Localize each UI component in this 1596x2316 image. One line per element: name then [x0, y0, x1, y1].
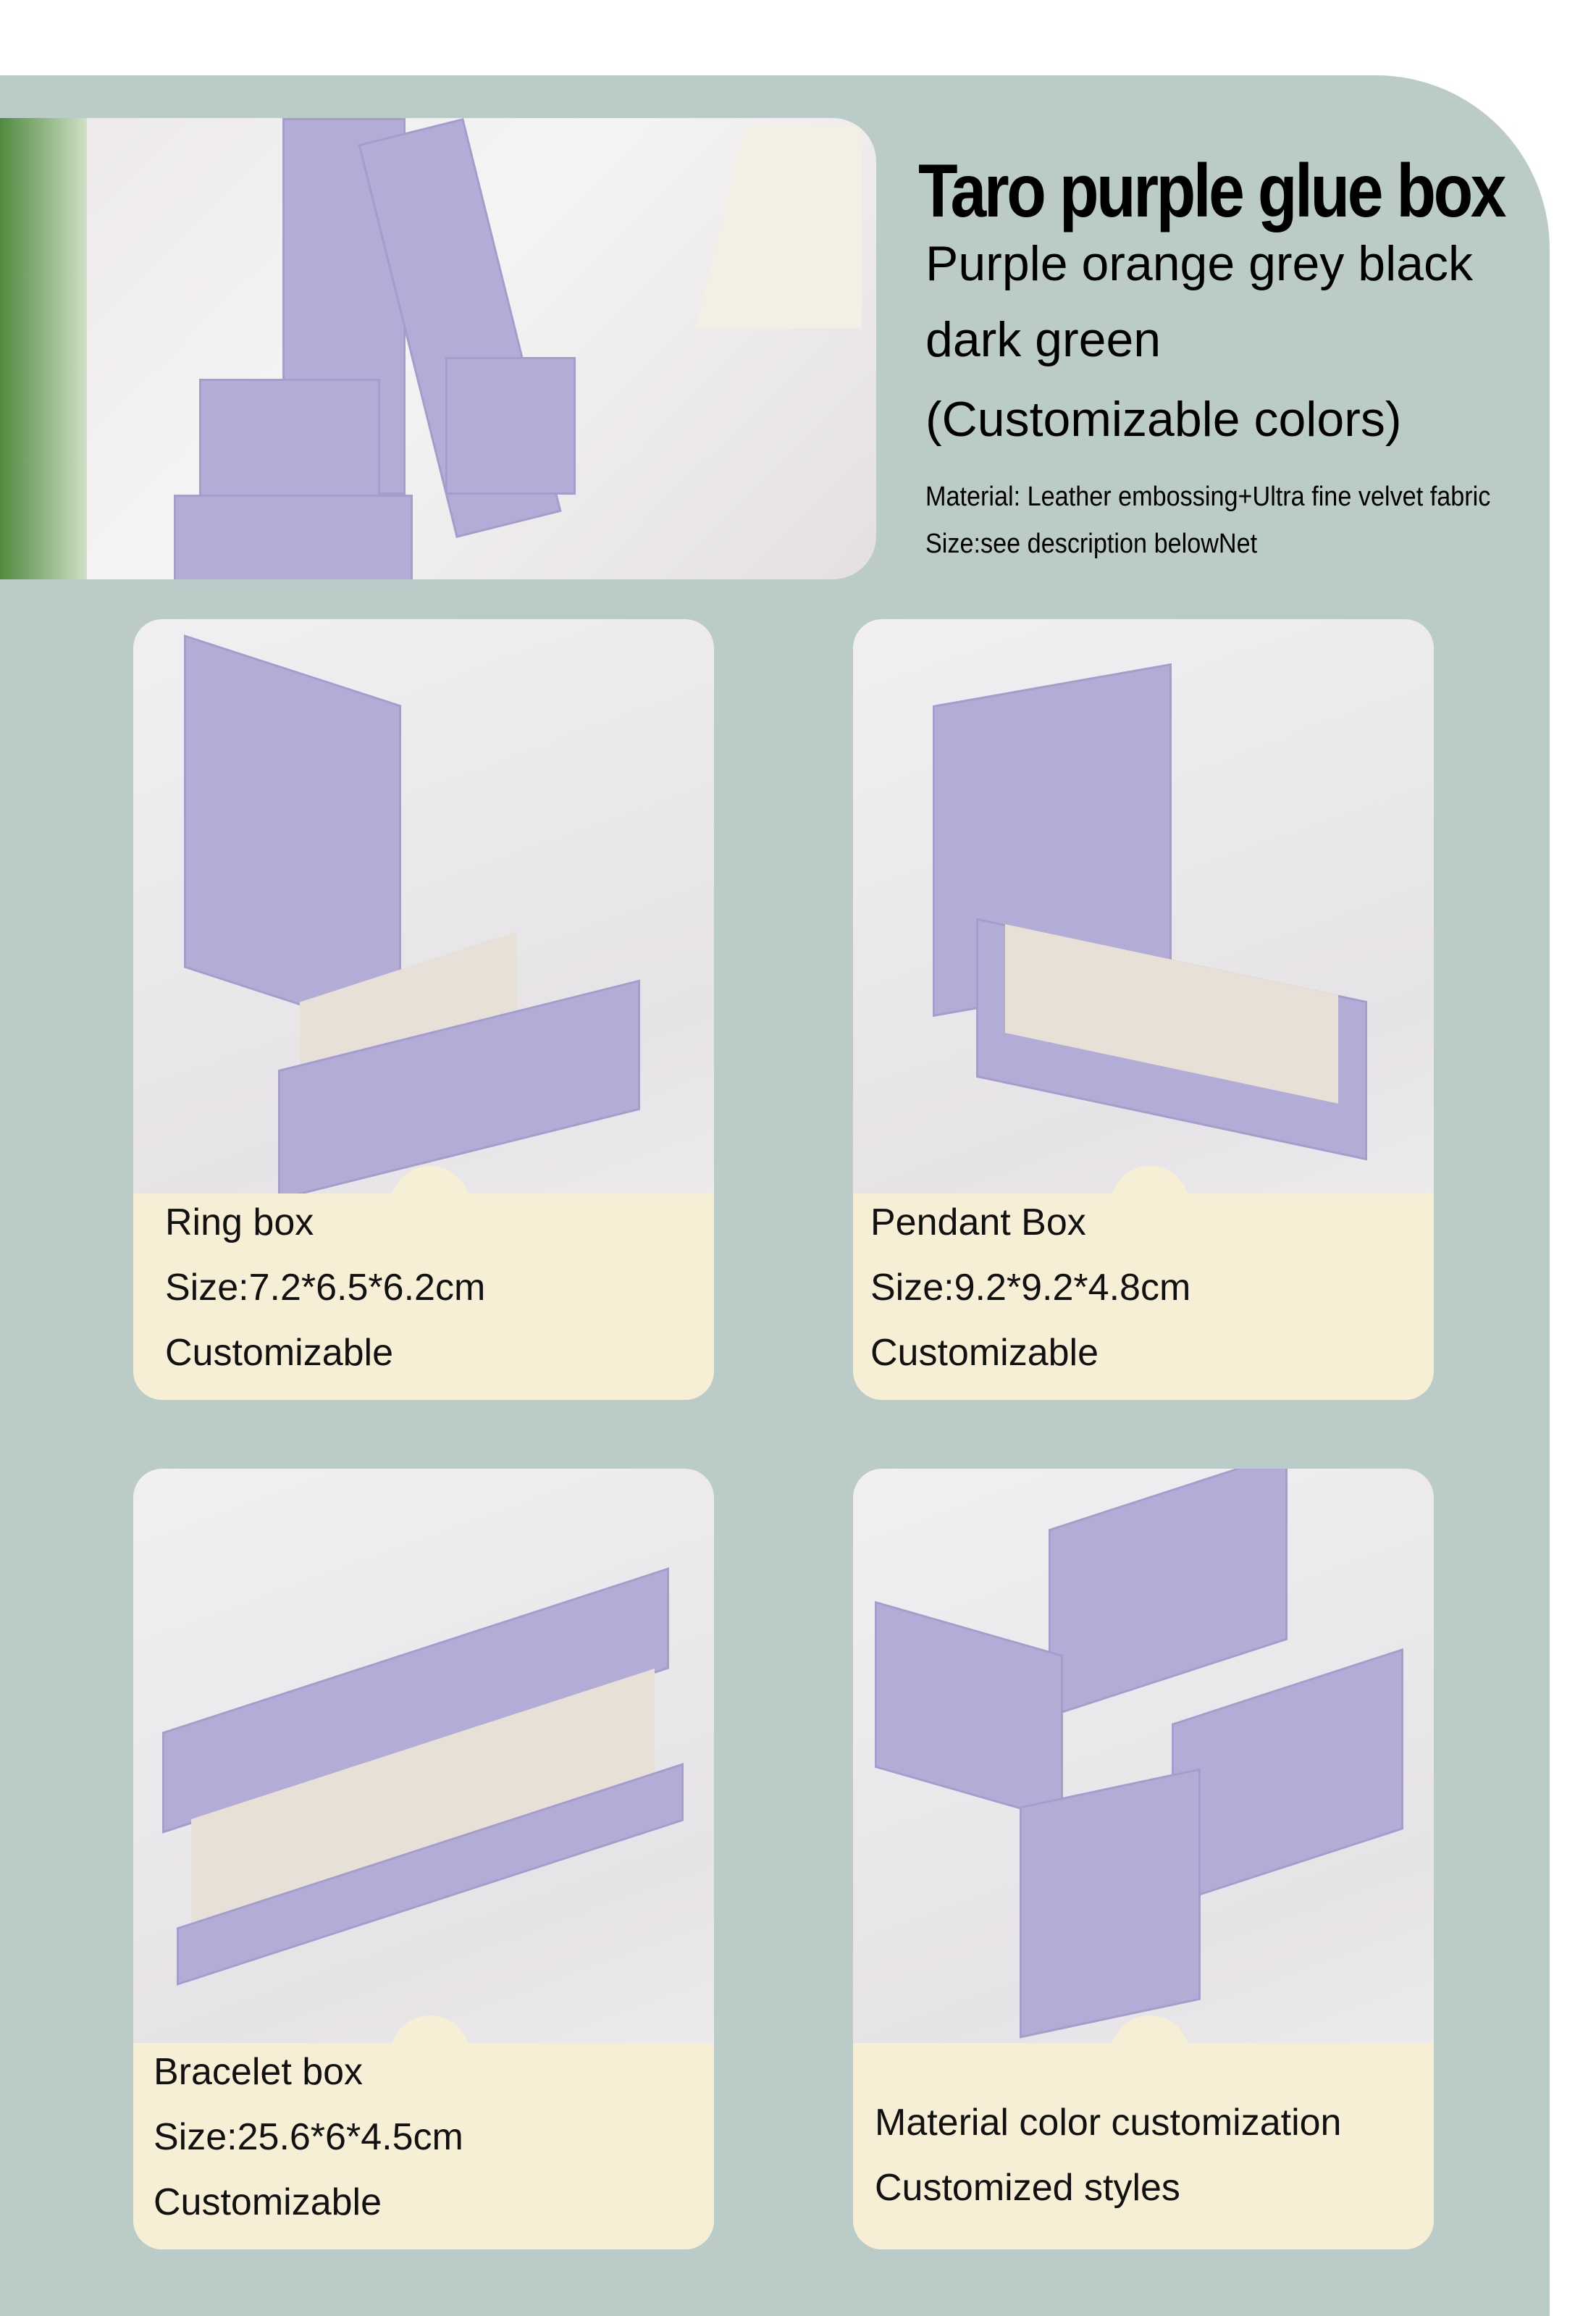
- lamp-image: [695, 125, 862, 328]
- sleeve-box-image: [875, 1600, 1063, 1822]
- caption: Bracelet box Size:25.6*6*4.5cm Customiza…: [133, 2015, 714, 2249]
- colors-line-1: Purple orange grey black: [925, 236, 1474, 291]
- product-name: Ring box: [165, 1201, 314, 1243]
- caption: Material color customization Customized …: [853, 2015, 1434, 2249]
- product-name: Bracelet box: [154, 2051, 364, 2093]
- bracelet-box-card: Bracelet box Size:25.6*6*4.5cm Customiza…: [133, 1469, 714, 2249]
- caption: Pendant Box Size:9.2*9.2*4.8cm Customiza…: [853, 1166, 1434, 1400]
- styles-text: Customized styles: [875, 2167, 1180, 2209]
- caption-notch: [390, 1166, 470, 1246]
- caption-notch: [1110, 2015, 1190, 2095]
- product-name: Pendant Box: [870, 1201, 1086, 1243]
- box-image: [174, 495, 413, 579]
- ring-box-image: [1020, 1768, 1201, 2039]
- plant-image: [0, 118, 87, 579]
- customization-card: Material color customization Customized …: [853, 1469, 1434, 2249]
- product-size: Size:25.6*6*4.5cm: [154, 2116, 463, 2158]
- size-text: Size:see description belowNet: [925, 529, 1258, 559]
- customization-text: Material color customization: [875, 2102, 1342, 2144]
- ring-box-lid-image: [184, 634, 401, 1039]
- caption: Ring box Size:7.2*6.5*6.2cm Customizable: [133, 1166, 714, 1400]
- hero-photo: [0, 118, 876, 579]
- pendant-box-card: Pendant Box Size:9.2*9.2*4.8cm Customiza…: [853, 619, 1434, 1400]
- colors-line-2: dark green: [925, 312, 1162, 367]
- caption-notch: [390, 2015, 470, 2095]
- product-size: Size:9.2*9.2*4.8cm: [870, 1267, 1191, 1309]
- product-note: Customizable: [165, 1332, 394, 1374]
- caption-notch: [1110, 1166, 1190, 1246]
- product-note: Customizable: [154, 2181, 382, 2223]
- sleeve-box-image: [1049, 1469, 1288, 1718]
- page-title: Taro purple glue box: [918, 149, 1507, 233]
- product-note: Customizable: [870, 1332, 1099, 1374]
- colors-note: (Customizable colors): [925, 392, 1402, 447]
- ring-box-image: [445, 357, 576, 495]
- material-text: Material: Leather embossing+Ultra fine v…: [925, 482, 1491, 512]
- ring-box-card: Ring box Size:7.2*6.5*6.2cm Customizable: [133, 619, 714, 1400]
- flat-box-image: [1172, 1648, 1403, 1905]
- product-size: Size:7.2*6.5*6.2cm: [165, 1267, 486, 1309]
